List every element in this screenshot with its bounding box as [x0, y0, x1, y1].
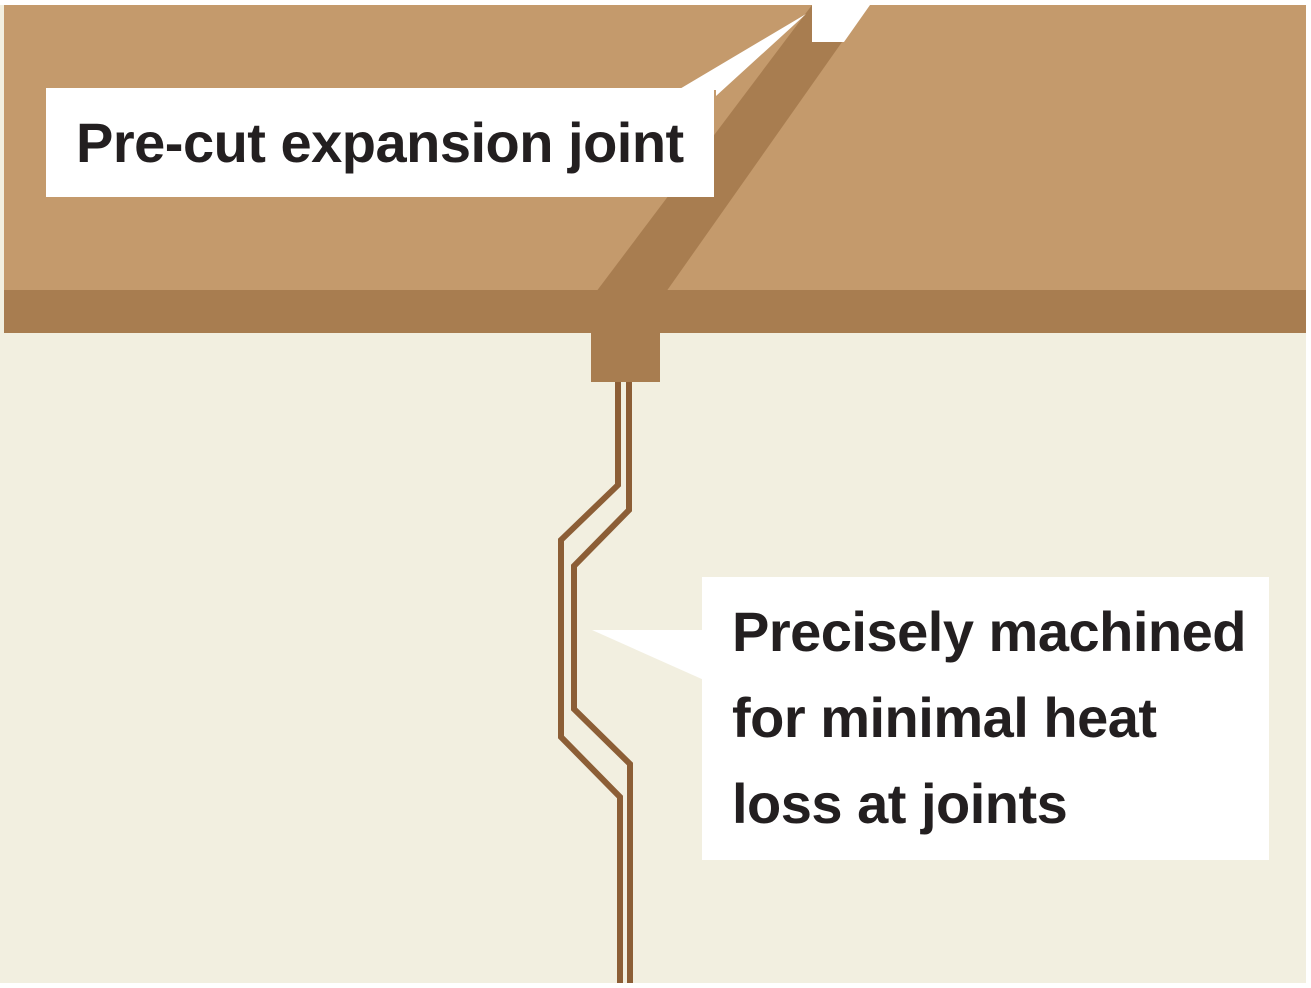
expansion-groove	[596, 5, 842, 292]
machined-label-line-2: for minimal heat	[732, 686, 1157, 749]
groove-block	[591, 330, 660, 382]
frame-top	[0, 0, 1311, 5]
joint-line-right	[571, 382, 633, 983]
top-callout-pointer	[678, 14, 806, 96]
joint-line-left	[558, 382, 623, 983]
frame-bottom	[0, 983, 1311, 988]
frame-right	[1306, 0, 1311, 988]
expansion-joint-label: Pre-cut expansion joint	[46, 88, 714, 197]
right-callout-pointer	[592, 630, 704, 680]
expansion-notch	[812, 5, 870, 42]
machined-label-line-1: Precisely machined	[732, 600, 1246, 663]
machined-label: Precisely machined for minimal heat loss…	[702, 577, 1269, 860]
board-front-edge	[4, 290, 1306, 333]
machined-label-line-3: loss at joints	[732, 772, 1068, 835]
